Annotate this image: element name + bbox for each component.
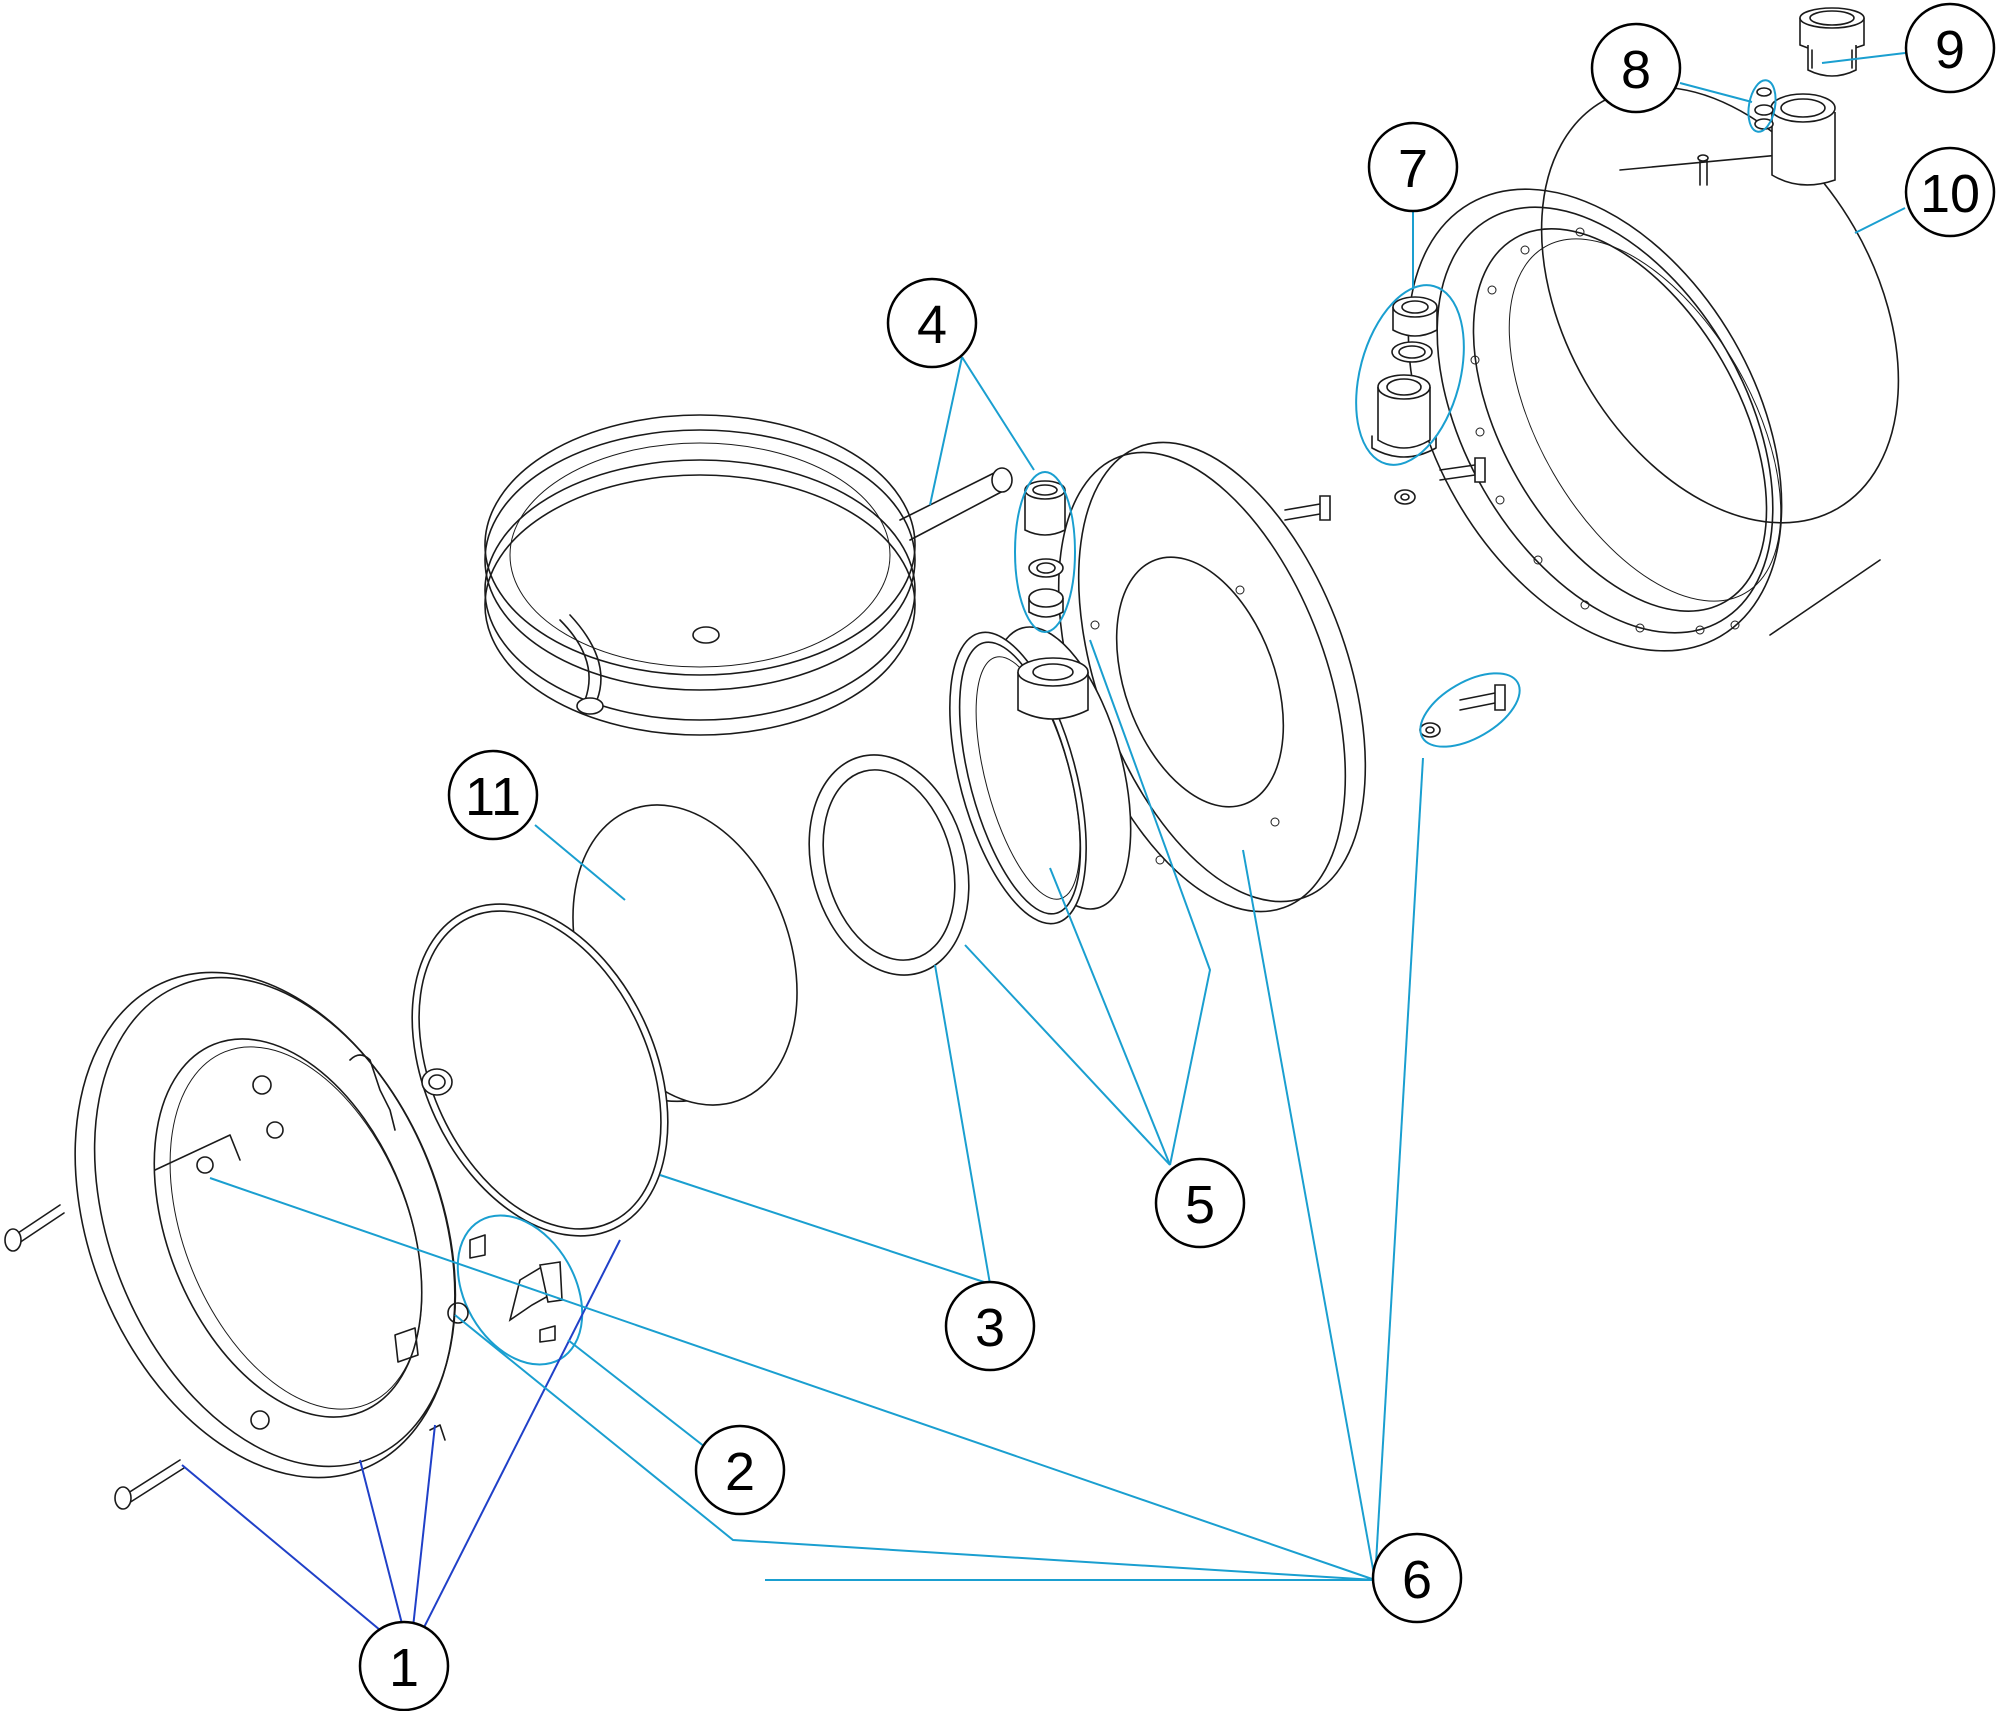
part-connector-kit <box>1355 284 1465 466</box>
part-cable-gland <box>1799 7 1865 77</box>
part-cable-coil <box>484 414 1013 736</box>
callout-label: 11 <box>465 767 521 827</box>
part-nut-washer <box>1747 79 1777 133</box>
callout-label: 8 <box>1621 40 1651 100</box>
callout-6: 6 <box>1371 1532 1463 1624</box>
callout-label: 3 <box>975 1298 1005 1358</box>
callout-label: 1 <box>389 1638 419 1698</box>
callout-label: 7 <box>1398 139 1428 199</box>
part-cable-fittings <box>1014 471 1076 633</box>
callout-2: 2 <box>694 1424 786 1516</box>
callout-8: 8 <box>1590 22 1682 114</box>
callout-label: 9 <box>1935 20 1965 80</box>
part-bolt-washer-lower <box>1419 672 1521 748</box>
part-screw-lower <box>114 1459 185 1510</box>
callout-label: 6 <box>1402 1550 1432 1610</box>
part-bracket <box>456 1214 584 1366</box>
callout-label: 10 <box>1920 164 1980 224</box>
callout-4: 4 <box>886 277 978 369</box>
callout-11: 11 <box>447 749 539 841</box>
callout-label: 2 <box>725 1442 755 1502</box>
part-reflector-body <box>949 626 1132 925</box>
callout-label: 5 <box>1185 1175 1215 1235</box>
part-ring-gasket <box>808 754 970 976</box>
callout-10: 10 <box>1904 146 1996 238</box>
callout-1: 1 <box>358 1620 450 1711</box>
callout-5: 5 <box>1154 1157 1246 1249</box>
callout-3: 3 <box>944 1280 1036 1372</box>
leader-lines <box>181 52 1906 1656</box>
callout-label: 4 <box>917 295 947 355</box>
part-front-flange <box>74 971 469 1479</box>
part-retaining-ring <box>411 903 669 1237</box>
part-rear-housing <box>1407 86 1900 652</box>
callout-7: 7 <box>1367 121 1459 213</box>
part-bolt-washer-upper <box>1241 457 1486 545</box>
part-screw-upper <box>4 1204 65 1252</box>
callout-9: 9 <box>1904 2 1996 94</box>
